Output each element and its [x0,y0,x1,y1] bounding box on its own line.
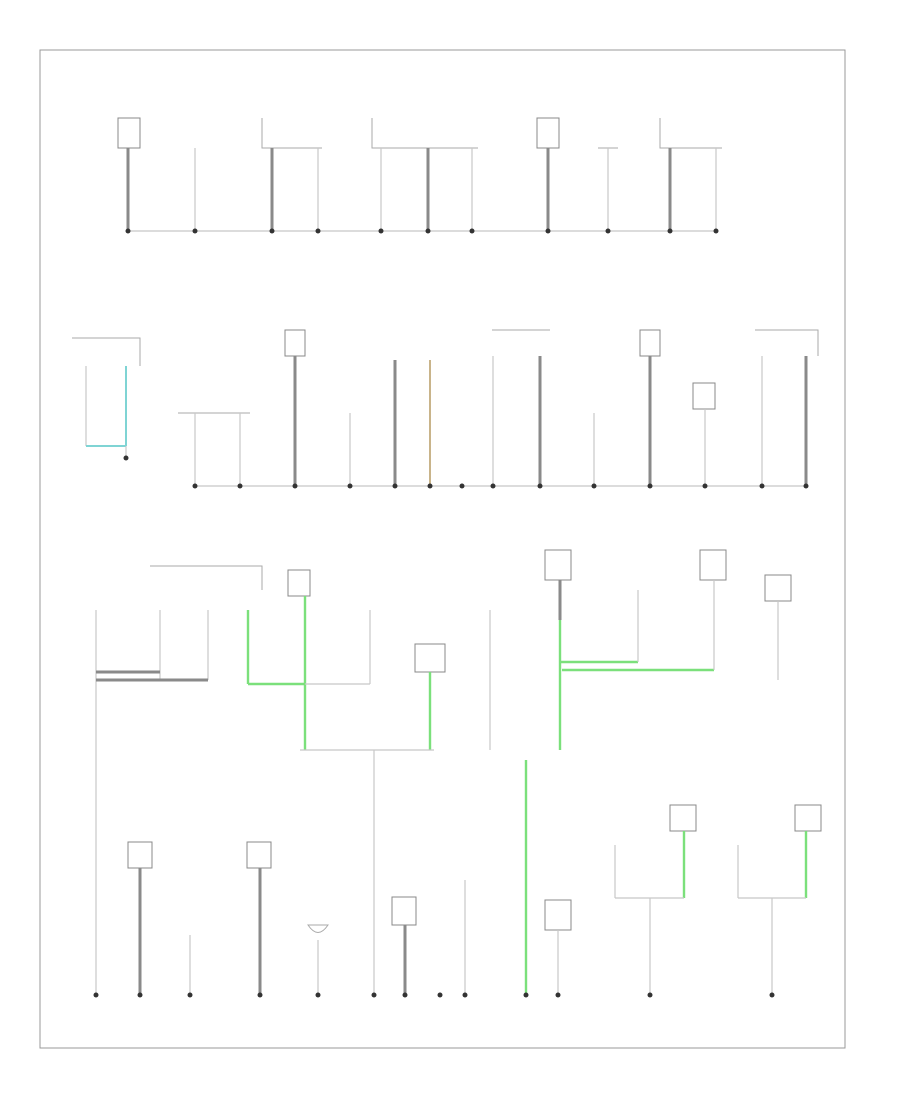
row-2-circuit [72,329,819,489]
component-box [284,329,306,357]
component-box [794,804,822,832]
component-box [669,804,697,832]
component-box [692,382,716,410]
row-4-circuit [93,760,822,998]
component-box [117,117,141,149]
component-box [639,329,661,357]
component-box [287,569,311,597]
component-box [544,549,572,581]
component-box [127,841,153,869]
component-box [764,574,792,602]
component-box [699,549,727,581]
diagram-frame [39,49,846,1049]
component-box [544,899,572,931]
component-box [414,643,446,673]
row-1-circuit [117,117,722,234]
component-box [391,896,417,926]
row-3-circuit [95,549,792,995]
component-box [246,841,272,869]
component-box [536,117,560,149]
